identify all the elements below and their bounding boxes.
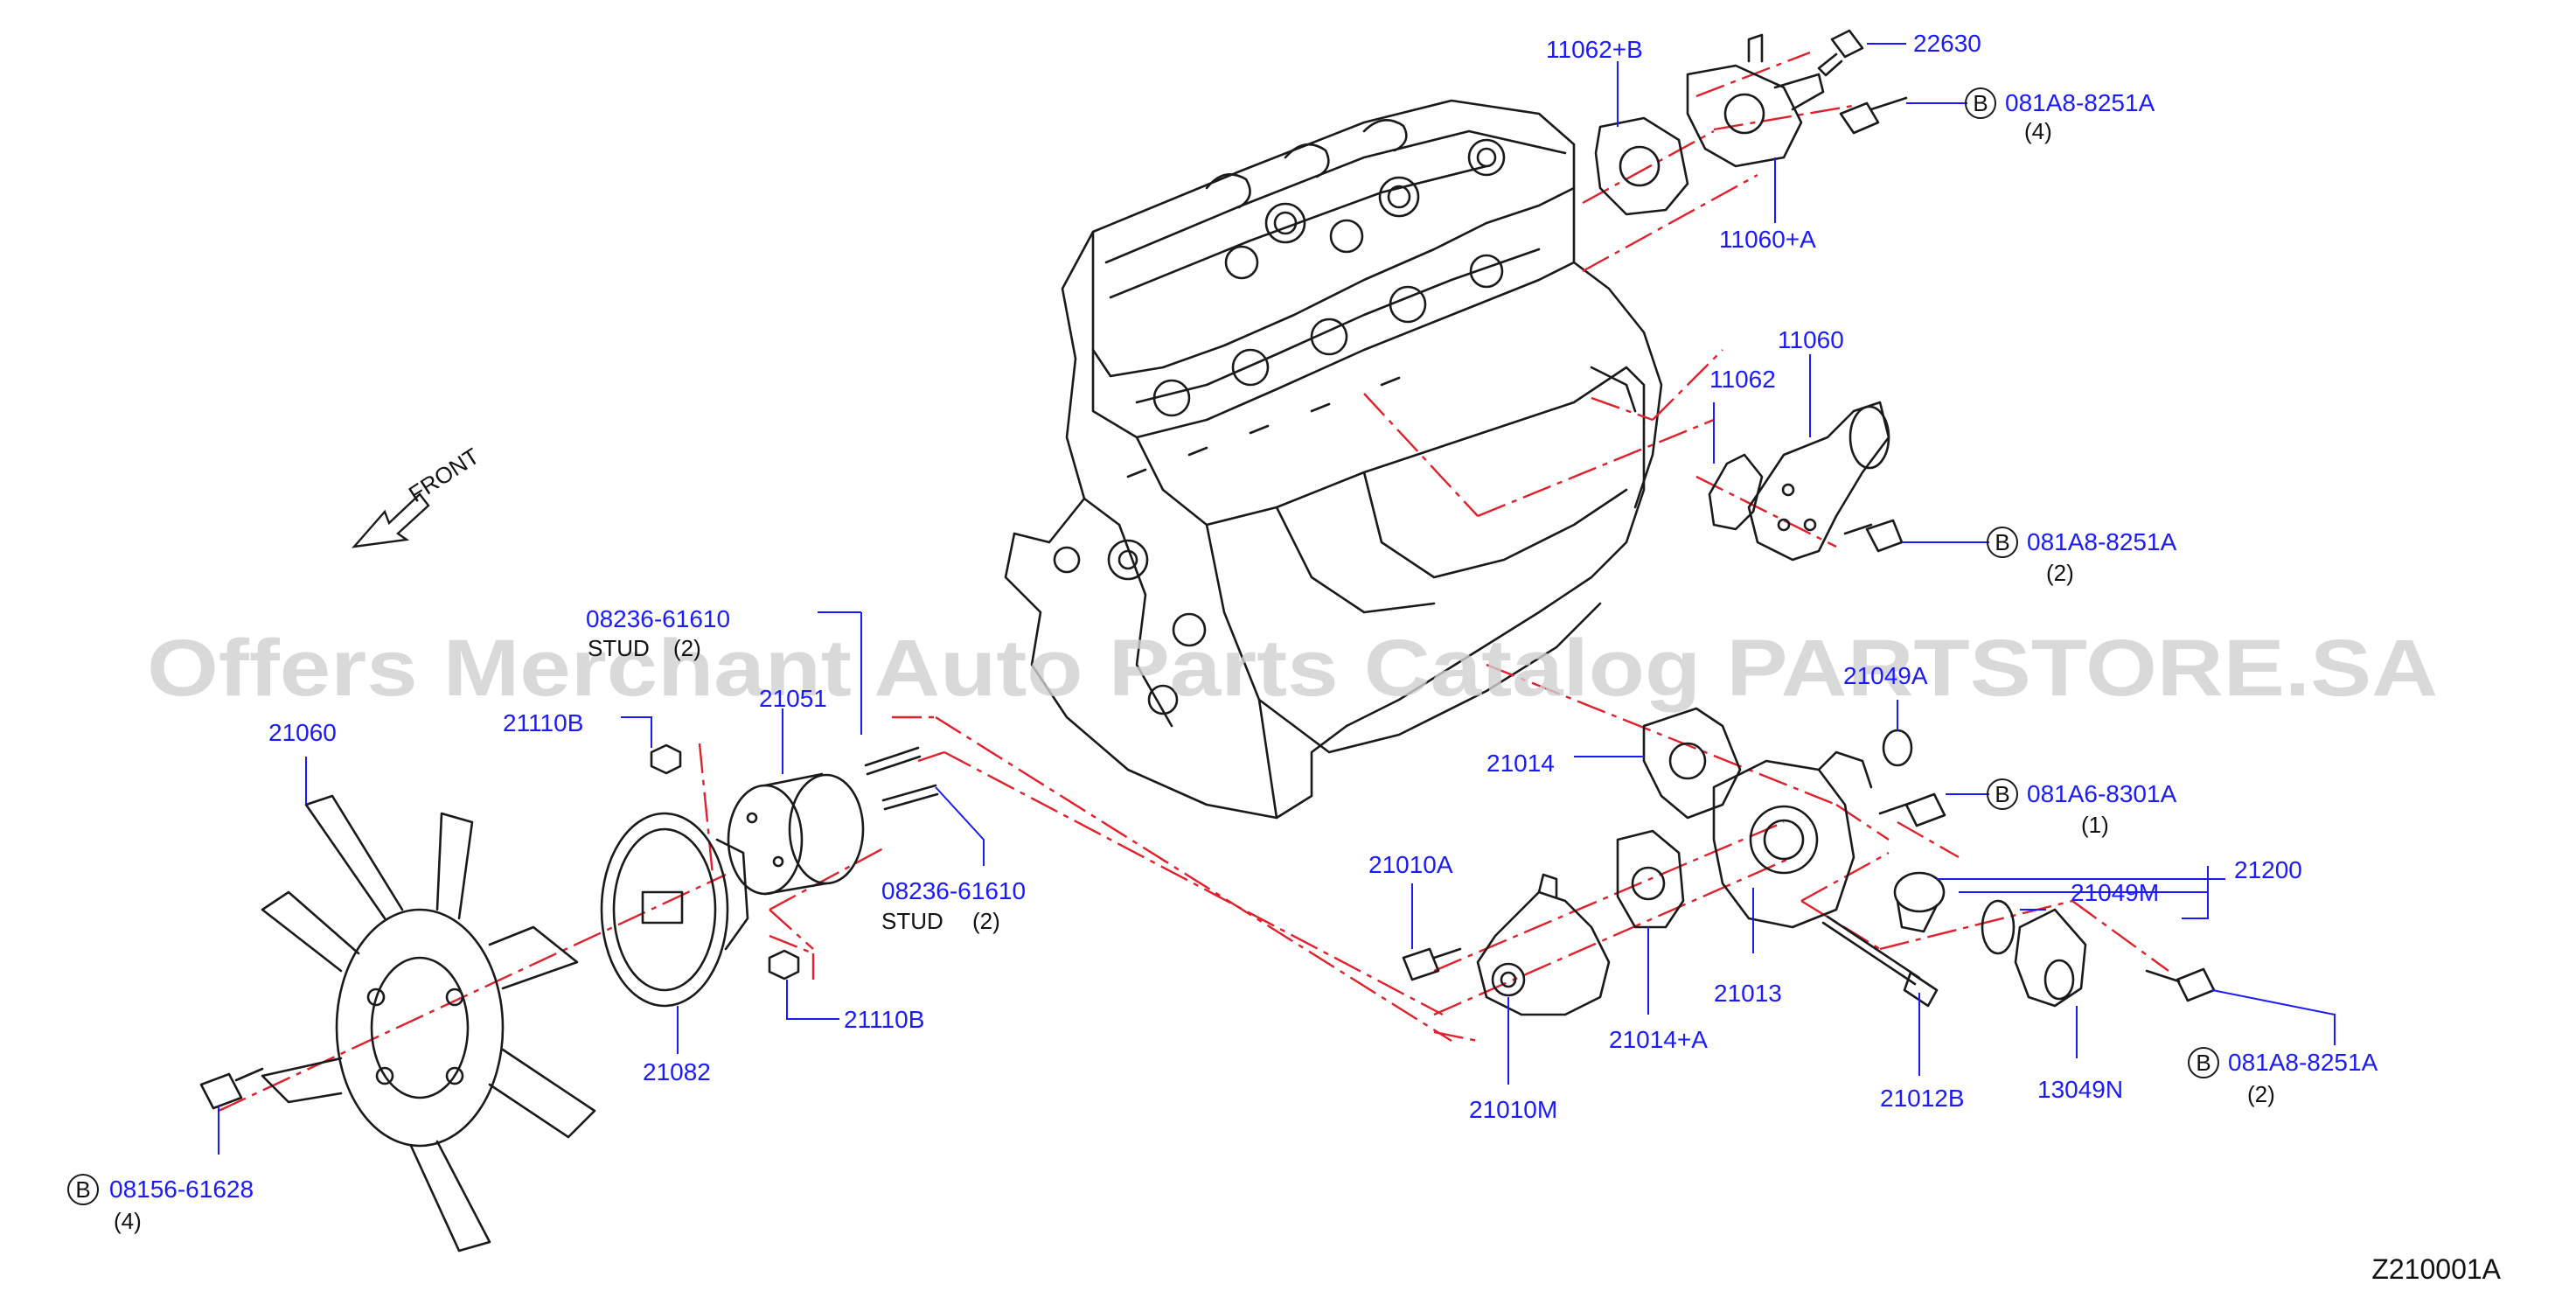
label-11060-a[interactable]: 11060+A — [1719, 226, 1816, 253]
label-21060[interactable]: 21060 — [268, 719, 337, 746]
label-08236-61610-top[interactable]: 08236-61610 — [586, 605, 730, 632]
label-21012b[interactable]: 21012B — [1880, 1085, 1965, 1112]
label-11062[interactable]: 11062 — [1709, 366, 1776, 393]
quantity-bottom-left: (4) — [114, 1208, 142, 1234]
stud-label-bottom: STUD — [881, 908, 943, 934]
label-21110b-bottom[interactable]: 21110B — [844, 1006, 924, 1033]
leader-lines — [218, 43, 2336, 1155]
water-inlet-icon — [2014, 908, 2087, 1008]
fan-coupling-icon — [600, 812, 749, 1008]
label-081a8-8251a-bottom[interactable]: 081A8-8251A — [2228, 1049, 2378, 1076]
b-marker-circle — [1987, 778, 2018, 810]
thermostat-housing-icon — [1712, 750, 1873, 929]
quantity-labels: (4) (2) STUD (2) (1) STUD (2) (2) (4) — [114, 118, 2275, 1234]
label-08236-61610-bottom[interactable]: 08236-61610 — [881, 877, 1026, 904]
b-marker-circle — [67, 1174, 99, 1205]
label-081a8-8251a-top[interactable]: 081A8-8251A — [2005, 89, 2155, 116]
label-21051[interactable]: 21051 — [759, 685, 827, 712]
stud-icon — [864, 746, 939, 811]
label-21014[interactable]: 21014 — [1486, 750, 1555, 777]
gasket-icon — [1616, 829, 1685, 929]
gasket-icon — [1642, 707, 1742, 820]
label-081a8-8251a-mid[interactable]: 081A8-8251A — [2027, 528, 2177, 555]
gasket-icon — [1708, 453, 1764, 531]
label-21013[interactable]: 21013 — [1714, 980, 1782, 1007]
temperature-sensor-icon — [1817, 29, 1864, 77]
label-11062-b[interactable]: 11062+B — [1546, 36, 1643, 63]
label-21200[interactable]: 21200 — [2234, 856, 2302, 883]
b-marker: B — [2196, 1050, 2210, 1076]
label-21049a[interactable]: 21049A — [1843, 662, 1928, 689]
bolt-icon — [199, 1067, 264, 1110]
bolt-icon — [1821, 915, 1939, 1008]
thermostat-icon — [1893, 871, 1946, 933]
nut-icon — [650, 743, 800, 980]
b-marker-letters: B B B B B — [75, 90, 2210, 1203]
label-21010a[interactable]: 21010A — [1368, 851, 1453, 878]
b-marker-circle — [1987, 527, 2018, 558]
pulley-icon — [727, 772, 865, 896]
bolt-icon — [1878, 792, 1946, 827]
b-marker: B — [1973, 90, 1988, 116]
stud-label-top: STUD — [588, 635, 650, 661]
front-arrow-icon — [351, 492, 430, 548]
diagram-code: Z210001A — [2371, 1253, 2501, 1285]
quantity-top: (4) — [2024, 118, 2052, 144]
b-marker: B — [1995, 781, 2009, 807]
water-outlet-icon — [1686, 33, 1825, 168]
water-outlet-icon — [1747, 401, 1890, 562]
b-marker-circle — [2188, 1047, 2219, 1078]
bolt-icon — [2145, 967, 2216, 1002]
bolt-icon — [1839, 96, 1908, 135]
gasket-icon — [1594, 116, 1689, 216]
o-ring-icon — [1882, 729, 1913, 767]
label-21082[interactable]: 21082 — [643, 1058, 711, 1085]
label-08156-61628[interactable]: 08156-61628 — [109, 1176, 254, 1203]
front-label: FRONT — [404, 443, 484, 507]
b-marker: B — [75, 1176, 90, 1203]
b-marker-circle — [1965, 87, 1996, 119]
quantity-081a6: (1) — [2081, 812, 2109, 838]
label-21010m[interactable]: 21010M — [1469, 1096, 1557, 1123]
label-22630[interactable]: 22630 — [1913, 30, 1981, 57]
quantity-stud-top: (2) — [673, 635, 701, 661]
watermark-text: Offers Merchant Auto Parts Catalog PARTS… — [147, 624, 2438, 713]
label-081a6-8301a[interactable]: 081A6-8301A — [2027, 780, 2177, 807]
engine-block-icon — [1004, 99, 1663, 820]
quantity-stud-bottom: (2) — [972, 908, 1000, 934]
quantity-bottom-right: (2) — [2247, 1081, 2275, 1107]
bolt-icon — [1843, 519, 1904, 553]
label-21014-a[interactable]: 21014+A — [1609, 1026, 1708, 1053]
bolt-icon — [1402, 947, 1462, 981]
centerlines — [218, 51, 2169, 1113]
label-13049n[interactable]: 13049N — [2037, 1076, 2123, 1103]
b-marker: B — [1995, 529, 2009, 555]
label-11060[interactable]: 11060 — [1778, 326, 1844, 353]
fan-icon — [261, 794, 596, 1253]
water-pump-icon — [1476, 873, 1611, 1016]
part-labels: 22630 11062+B 081A8-8251A 11060+A 11060 … — [109, 30, 2378, 1203]
quantity-mid: (2) — [2046, 560, 2074, 586]
o-ring-icon — [1981, 899, 2016, 955]
b-marker-group — [67, 87, 2219, 1205]
label-21110b-top[interactable]: 21110B — [503, 709, 583, 736]
label-21049m[interactable]: 21049M — [2071, 879, 2159, 906]
